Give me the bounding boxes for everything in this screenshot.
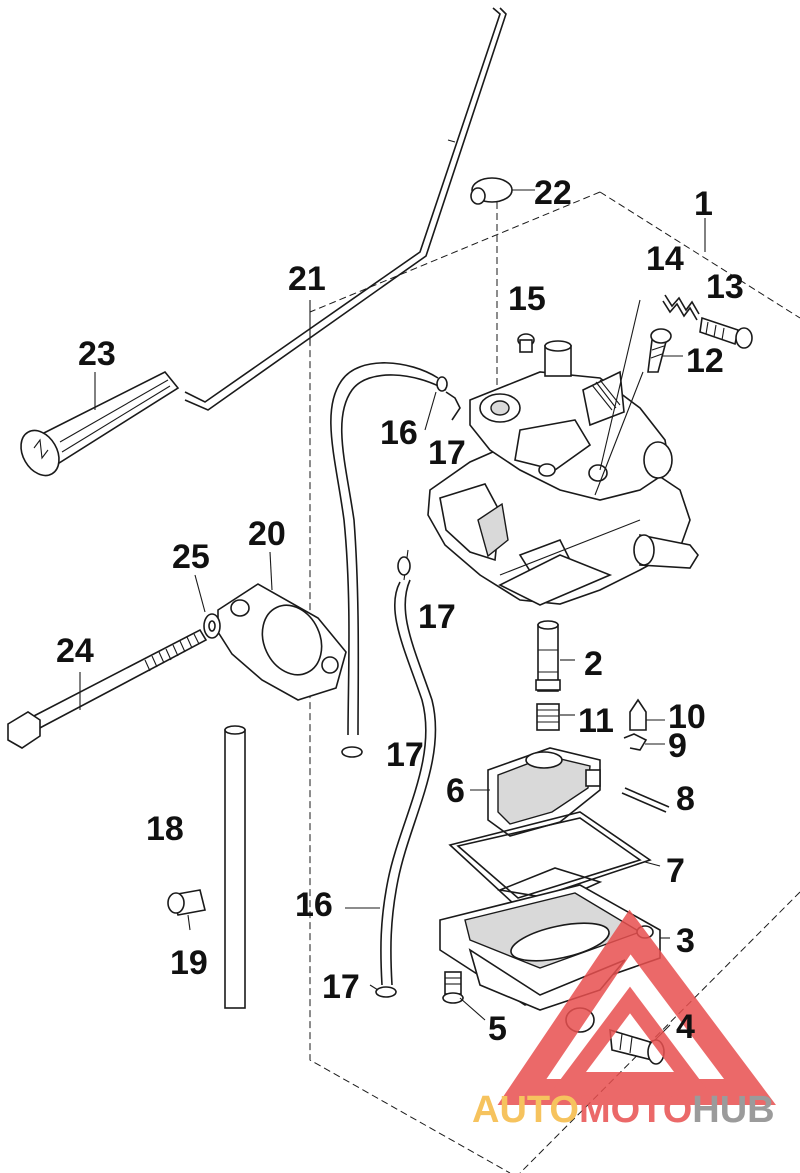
label-part-19: 19	[170, 944, 208, 982]
label-part-21: 21	[288, 260, 326, 298]
stop-screw-spring	[599, 294, 700, 471]
choke-knob	[20, 370, 180, 477]
label-part-17-a: 17	[428, 434, 466, 472]
hose-clip-b	[397, 556, 411, 576]
label-part-18: 18	[146, 810, 184, 848]
intake-gasket	[217, 583, 347, 701]
main-jet	[536, 703, 560, 731]
watermark-triangle-logo	[497, 909, 776, 1105]
label-part-6: 6	[446, 772, 465, 810]
washer	[203, 613, 221, 639]
label-part-25: 25	[172, 538, 210, 576]
label-part-7: 7	[666, 852, 685, 890]
carburetor-body	[427, 340, 699, 606]
label-part-17-c: 17	[386, 736, 424, 774]
label-part-13: 13	[706, 268, 744, 306]
label-part-2: 2	[584, 645, 603, 683]
label-part-20: 20	[248, 515, 286, 553]
label-part-9: 9	[668, 727, 687, 765]
watermark-auto: AUTO	[472, 1089, 579, 1131]
pilot-screw	[594, 328, 672, 496]
part-labels: 1 2 3 4 5 6 7 8 9 10 11 12 13 14 15 16 1…	[56, 174, 744, 1048]
label-part-17-b: 17	[418, 598, 456, 636]
throttle-rod	[184, 7, 507, 411]
float	[487, 747, 601, 837]
vent-tube-upper	[330, 362, 448, 736]
float-bowl-gasket	[448, 811, 652, 906]
label-part-10: 10	[668, 698, 706, 736]
watermark-triangle-inner	[554, 986, 706, 1088]
label-part-4: 4	[676, 1008, 695, 1046]
automotohub-watermark: AUTOMOTOHUB	[472, 909, 776, 1131]
label-part-5: 5	[488, 1010, 507, 1048]
label-part-16-upper: 16	[380, 414, 418, 452]
stop-screw	[699, 316, 753, 349]
bowl-screw	[442, 971, 464, 1004]
hose-clip-a	[445, 391, 461, 421]
watermark-hub: HUB	[692, 1089, 774, 1131]
label-part-1: 1	[694, 185, 713, 223]
hose-clamp	[167, 889, 206, 931]
label-part-23: 23	[78, 335, 116, 373]
label-part-3: 3	[676, 922, 695, 960]
label-part-8: 8	[676, 780, 695, 818]
needle-valve	[629, 698, 647, 731]
label-part-12: 12	[686, 342, 724, 380]
watermark-moto: MOTO	[579, 1089, 692, 1131]
needle-clip	[623, 733, 648, 751]
label-part-17-d: 17	[322, 968, 360, 1006]
label-part-22: 22	[534, 174, 572, 212]
screw-15	[517, 333, 535, 353]
main-nozzle	[535, 620, 561, 692]
hose-clip-c	[341, 746, 363, 758]
label-part-11: 11	[578, 702, 614, 740]
hose-clip-d	[375, 986, 397, 998]
label-part-15: 15	[508, 280, 546, 318]
label-part-14: 14	[646, 240, 684, 278]
mounting-bolt	[7, 628, 208, 749]
label-part-24: 24	[56, 632, 94, 670]
linkage-clip	[470, 177, 513, 400]
fuel-tube	[224, 725, 246, 1009]
float-pin	[621, 787, 670, 813]
svg-text:AUTOMOTOHUB: AUTOMOTOHUB	[472, 1089, 775, 1131]
label-part-16-lower: 16	[295, 886, 333, 924]
